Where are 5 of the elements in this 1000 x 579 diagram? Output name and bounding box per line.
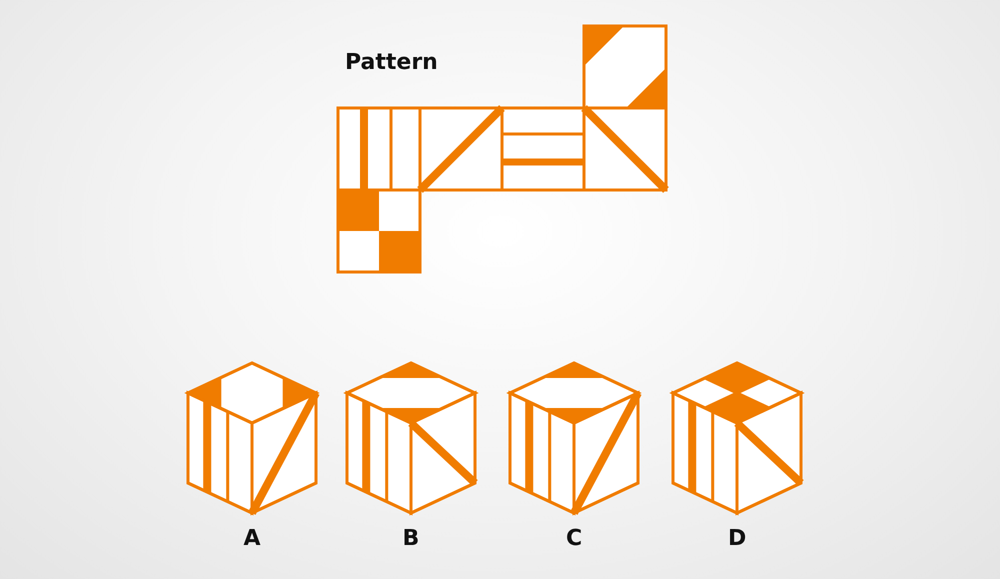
option-label: A	[244, 528, 261, 550]
option-label: D	[728, 528, 746, 550]
pattern-heading: Pattern	[345, 52, 438, 74]
option-label: B	[402, 528, 420, 550]
option-label: C	[566, 528, 582, 550]
